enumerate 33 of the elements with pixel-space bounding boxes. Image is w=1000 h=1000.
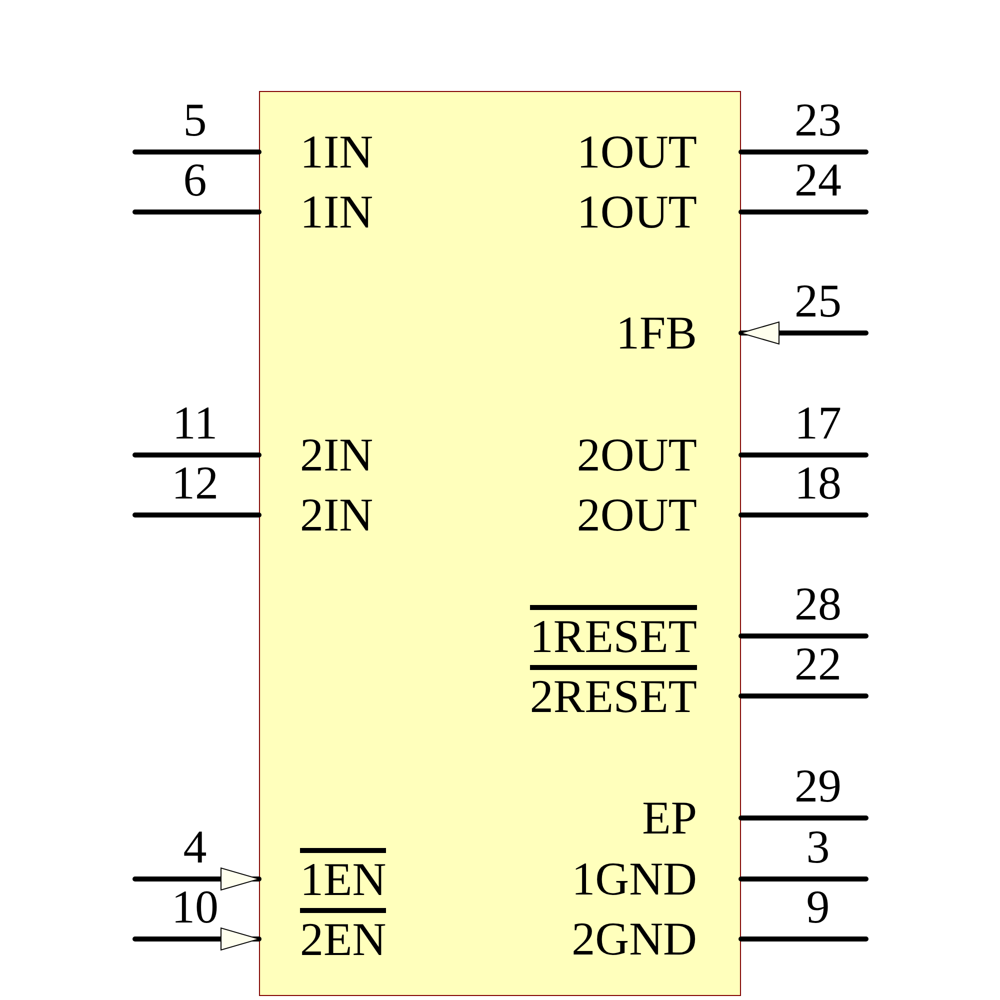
pin-number: 17 <box>794 400 842 448</box>
pin-name: 2IN <box>300 432 374 480</box>
pin-number: 9 <box>806 884 830 932</box>
pin-number: 12 <box>172 460 218 508</box>
pin-name: 2GND <box>572 916 697 964</box>
pin-number: 18 <box>794 460 842 508</box>
pin-number: 6 <box>183 158 207 204</box>
pin-name: 2EN <box>300 908 386 964</box>
pin-number: 4 <box>183 824 207 872</box>
pin-name: 2RESET <box>530 665 697 721</box>
pin-name: EP <box>642 796 697 842</box>
pin-number: 22 <box>794 642 842 688</box>
pin-number: 11 <box>172 400 218 448</box>
pin-name: 1IN <box>300 190 374 236</box>
pin-name: 1EN <box>300 848 386 904</box>
pin-name: 1OUT <box>576 190 697 236</box>
pin-number: 29 <box>794 764 842 810</box>
pin-name: 1IN <box>300 130 374 176</box>
pin-number: 25 <box>794 278 842 326</box>
pin-name: 2IN <box>300 492 374 540</box>
pin-name: 2OUT <box>576 492 697 540</box>
pin-number: 23 <box>794 98 842 144</box>
pin-number: 10 <box>172 884 218 932</box>
pin-name: 1GND <box>572 856 697 904</box>
pin-name: 2OUT <box>576 432 697 480</box>
pin-name: 1RESET <box>530 605 697 661</box>
pin-number: 28 <box>794 582 842 628</box>
ic-body <box>259 91 741 996</box>
pin-number: 3 <box>806 824 830 872</box>
pin-name: 1FB <box>616 310 697 358</box>
pin-number: 24 <box>794 158 842 204</box>
pin-name: 1OUT <box>576 130 697 176</box>
pin-number: 5 <box>183 98 207 144</box>
